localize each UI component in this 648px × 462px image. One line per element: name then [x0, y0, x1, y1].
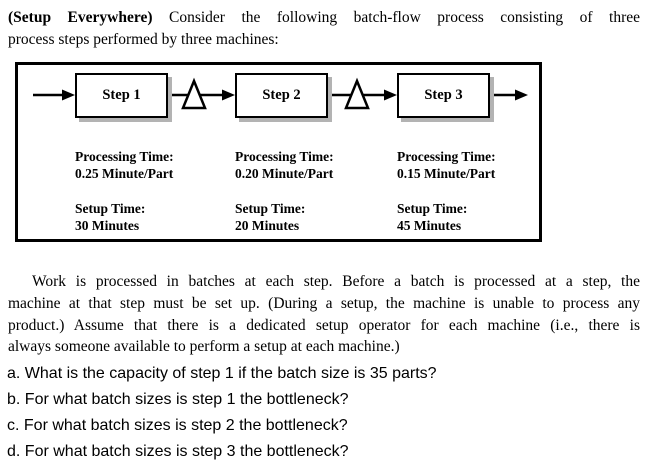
- step-3-label: Step 3: [424, 87, 463, 103]
- step3-arrowhead-icon: [384, 89, 397, 101]
- flow-arrows-layer: [33, 77, 528, 110]
- step-3-processing-value: 0.15 Minute/Part: [397, 166, 496, 181]
- intro-line-2: process steps performed by three machine…: [8, 30, 279, 48]
- outbound-arrowhead-icon: [515, 89, 528, 101]
- body-paragraph: Work is processed in batches at each ste…: [8, 271, 640, 358]
- step-2-box: Step 2: [235, 73, 328, 118]
- step-3-setup-label: Setup Time:: [397, 201, 468, 216]
- body-line-4: always someone available to perform a se…: [8, 338, 400, 356]
- step-2-label: Step 2: [262, 87, 301, 103]
- body-line-1: Work is processed in batches at each ste…: [32, 273, 640, 290]
- spacer: [397, 182, 547, 200]
- body-line-2: machine at that step must be set up. (Du…: [8, 294, 640, 312]
- step-2-processing-label: Processing Time:: [235, 149, 334, 164]
- step-1-processing-label: Processing Time:: [75, 149, 174, 164]
- intro-paragraph: (Setup Everywhere) Consider the followin…: [8, 7, 640, 51]
- step-3-box: Step 3: [397, 73, 490, 118]
- question-c: c. For what batch sizes is step 2 the bo…: [7, 417, 348, 434]
- step-1-setup-label: Setup Time:: [75, 201, 146, 216]
- step-3-info: Processing Time: 0.15 Minute/Part Setup …: [397, 148, 547, 234]
- spacer: [235, 182, 385, 200]
- inbound-arrowhead-icon: [62, 89, 75, 101]
- body-line-3: product.) Assume that there is a dedicat…: [8, 316, 640, 334]
- problem-title: (Setup Everywhere): [8, 9, 153, 26]
- question-d: d. For what batch sizes is step 3 the bo…: [7, 443, 349, 460]
- step-1-info: Processing Time: 0.25 Minute/Part Setup …: [75, 148, 225, 234]
- step-3-setup-value: 45 Minutes: [397, 218, 462, 233]
- inventory-triangle-icon-2: [344, 77, 370, 110]
- step-3-processing-label: Processing Time:: [397, 149, 496, 164]
- step-2-setup-label: Setup Time:: [235, 201, 306, 216]
- step-1-processing-value: 0.25 Minute/Part: [75, 166, 174, 181]
- step-1-box: Step 1: [75, 73, 168, 118]
- step-2-processing-value: 0.20 Minute/Part: [235, 166, 334, 181]
- intro-line-1: (Setup Everywhere) Consider the followin…: [8, 7, 640, 29]
- step-2-info: Processing Time: 0.20 Minute/Part Setup …: [235, 148, 385, 234]
- step-1-setup-value: 30 Minutes: [75, 218, 140, 233]
- step-2-setup-value: 20 Minutes: [235, 218, 300, 233]
- question-list: a. What is the capacity of step 1 if the…: [7, 361, 627, 462]
- spacer: [75, 182, 225, 200]
- step2-arrowhead-icon: [222, 89, 235, 101]
- process-flow-diagram: Step 1 Step 2 Step 3 Processing Time: 0.…: [15, 62, 542, 242]
- intro-line-1-text: Consider the following batch-flow proces…: [169, 9, 641, 26]
- inventory-triangle-icon-1: [181, 77, 207, 110]
- step-1-label: Step 1: [102, 87, 141, 103]
- question-b: b. For what batch sizes is step 1 the bo…: [7, 391, 349, 408]
- question-a: a. What is the capacity of step 1 if the…: [7, 365, 437, 382]
